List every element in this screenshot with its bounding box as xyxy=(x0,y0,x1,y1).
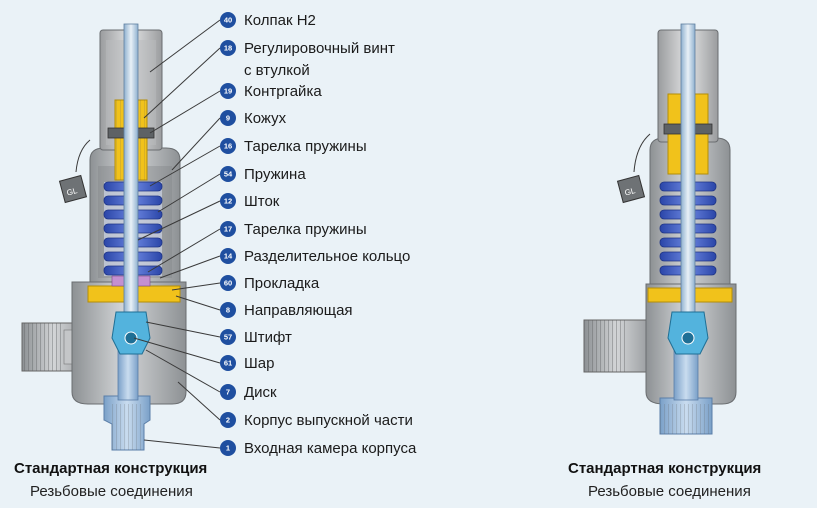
callout-number: 60 xyxy=(224,279,232,288)
callout-number: 16 xyxy=(224,142,232,151)
caption-left-subtitle: Резьбовые соединения xyxy=(30,483,193,500)
callout-number: 1 xyxy=(226,444,230,453)
callout-leader-line xyxy=(171,282,221,291)
tag-text-right: GL xyxy=(624,186,637,198)
callout-leader-line xyxy=(137,200,221,241)
callout-badge xyxy=(220,302,236,318)
callout-number: 61 xyxy=(224,359,232,368)
callout-badge xyxy=(220,83,236,99)
callout-number: 9 xyxy=(226,114,230,123)
callout-number: 57 xyxy=(224,333,232,342)
callout-label: Тарелка пружины xyxy=(244,138,367,155)
callout-badge xyxy=(220,412,236,428)
callout-number: 2 xyxy=(226,416,230,425)
callout-label: Входная камера корпуса xyxy=(244,440,417,457)
callout-label: с втулкой xyxy=(244,62,310,79)
callout-leader-line xyxy=(133,337,221,364)
callout-leader-line xyxy=(149,19,221,73)
seal-tag-right: GL xyxy=(616,133,651,204)
valve-right-cutaway xyxy=(583,23,737,435)
caption-right-subtitle: Резьбовые соединения xyxy=(588,483,751,500)
stem xyxy=(123,23,139,325)
callout-badge xyxy=(220,355,236,371)
callout-badge xyxy=(220,275,236,291)
callout-number: 12 xyxy=(224,197,232,206)
callout-badge xyxy=(220,138,236,154)
callout-label: Направляющая xyxy=(244,302,353,319)
ball xyxy=(124,331,138,345)
callout-label: Пружина xyxy=(244,166,306,183)
callout-label: Прокладка xyxy=(244,275,320,292)
callout-leader-line xyxy=(149,145,221,187)
callout-label: Шар xyxy=(244,355,274,372)
valve-left-cutaway xyxy=(21,23,187,451)
callout-leader-line xyxy=(159,255,221,279)
outlet-thread xyxy=(22,323,62,371)
callout-badge xyxy=(220,193,236,209)
callout-label: Диск xyxy=(244,384,277,401)
callout-label: Шток xyxy=(244,193,280,210)
callout-leader-line xyxy=(143,47,221,119)
callout-badge xyxy=(220,248,236,264)
callout-leader-line xyxy=(171,117,221,171)
callout-label: Регулировочный винт xyxy=(244,40,395,57)
callout-number: 17 xyxy=(224,225,232,234)
callout-number: 7 xyxy=(226,388,230,397)
callout-label: Разделительное кольцо xyxy=(244,248,410,265)
callout-leader-line xyxy=(145,321,221,338)
callout-badge xyxy=(220,329,236,345)
callout-label: Тарелка пружины xyxy=(244,221,367,238)
callout-badge xyxy=(220,166,236,182)
caption-left-title: Стандартная конструкция xyxy=(14,460,207,477)
callout-label: Колпак Н2 xyxy=(244,12,316,29)
callout-number: 14 xyxy=(224,252,233,261)
callout-leader-line xyxy=(177,381,221,421)
callout-leader-line xyxy=(143,439,221,449)
callout-badge xyxy=(220,110,236,126)
tag-text: GL xyxy=(66,186,79,198)
callout-leader-line xyxy=(157,173,221,213)
callout-leader-line xyxy=(147,228,221,273)
callout-label: Корпус выпускной части xyxy=(244,412,413,429)
callout-number: 40 xyxy=(224,16,232,25)
callout-number: 8 xyxy=(226,306,230,315)
callout-leader-line xyxy=(149,90,221,134)
callout-badge xyxy=(220,221,236,237)
callout-number: 18 xyxy=(224,44,232,53)
callout-badge xyxy=(220,440,236,456)
callout-number: 19 xyxy=(224,87,232,96)
callout-leader-line xyxy=(145,349,221,393)
seal-tag-left: GL xyxy=(58,139,91,204)
callout-badge xyxy=(220,12,236,28)
callout-badge xyxy=(220,384,236,400)
callout-label: Контргайка xyxy=(244,83,322,100)
callout-number: 54 xyxy=(224,170,233,179)
callout-leader-line xyxy=(175,295,221,311)
callout-label: Штифт xyxy=(244,329,292,346)
callout-badge xyxy=(220,40,236,56)
caption-right-title: Стандартная конструкция xyxy=(568,460,761,477)
callout-label: Кожух xyxy=(244,110,287,127)
